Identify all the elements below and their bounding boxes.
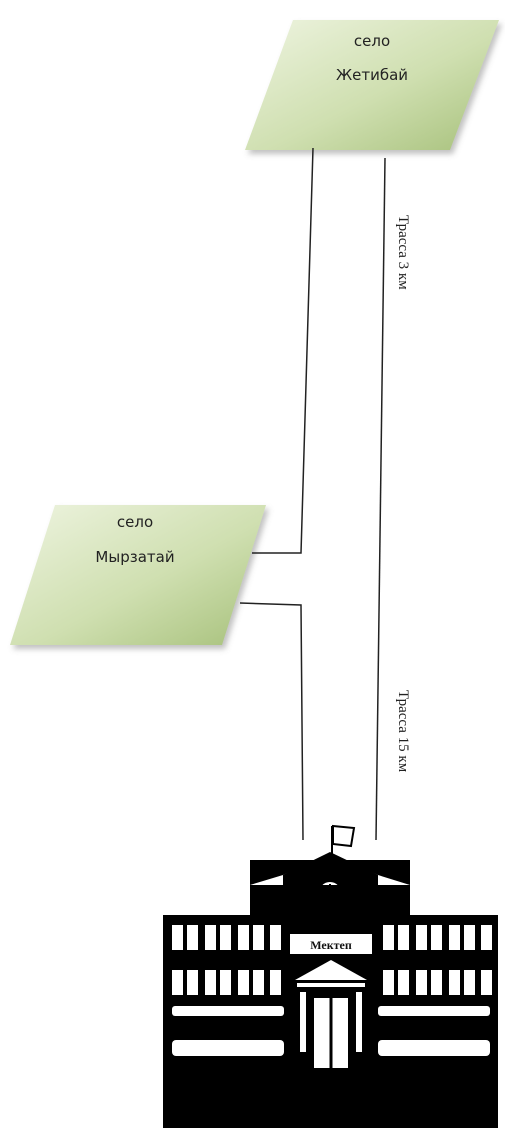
school-sign <box>290 934 372 954</box>
upper-center <box>250 885 410 915</box>
roads <box>239 147 386 841</box>
village-zhetibai-label-line2: Жетибай <box>336 66 408 84</box>
road-zhetibai-to-school <box>375 157 386 841</box>
windows-right-bottom <box>383 970 492 995</box>
windows-left-top <box>172 925 281 950</box>
school-sign-text: Мектеп <box>310 938 352 952</box>
entrance-columns <box>300 992 362 1052</box>
road-label-upper: Трасса 3 км <box>395 215 411 290</box>
village-myrzatai-shape <box>10 505 266 645</box>
village-zhetibai-shape <box>245 20 499 150</box>
windows-right-top <box>383 925 492 950</box>
village-zhetibai-label-line1: село <box>354 32 390 50</box>
road-zhetibai-to-myrzatai <box>252 147 314 554</box>
village-myrzatai-label-line1: село <box>117 513 153 531</box>
entrance-pediment <box>295 960 367 980</box>
road-myrzatai-to-school <box>239 602 304 841</box>
road-label-lower: Трасса 15 км <box>395 690 411 773</box>
village-myrzatai: село Мырзатай <box>10 505 266 645</box>
school-building: Мектеп <box>163 824 498 1128</box>
windows-left-bottom <box>172 970 281 995</box>
village-zhetibai: село Жетибай <box>245 20 499 150</box>
village-myrzatai-label-line2: Мырзатай <box>95 548 174 566</box>
roof <box>250 855 410 885</box>
flag-icon <box>332 824 356 848</box>
